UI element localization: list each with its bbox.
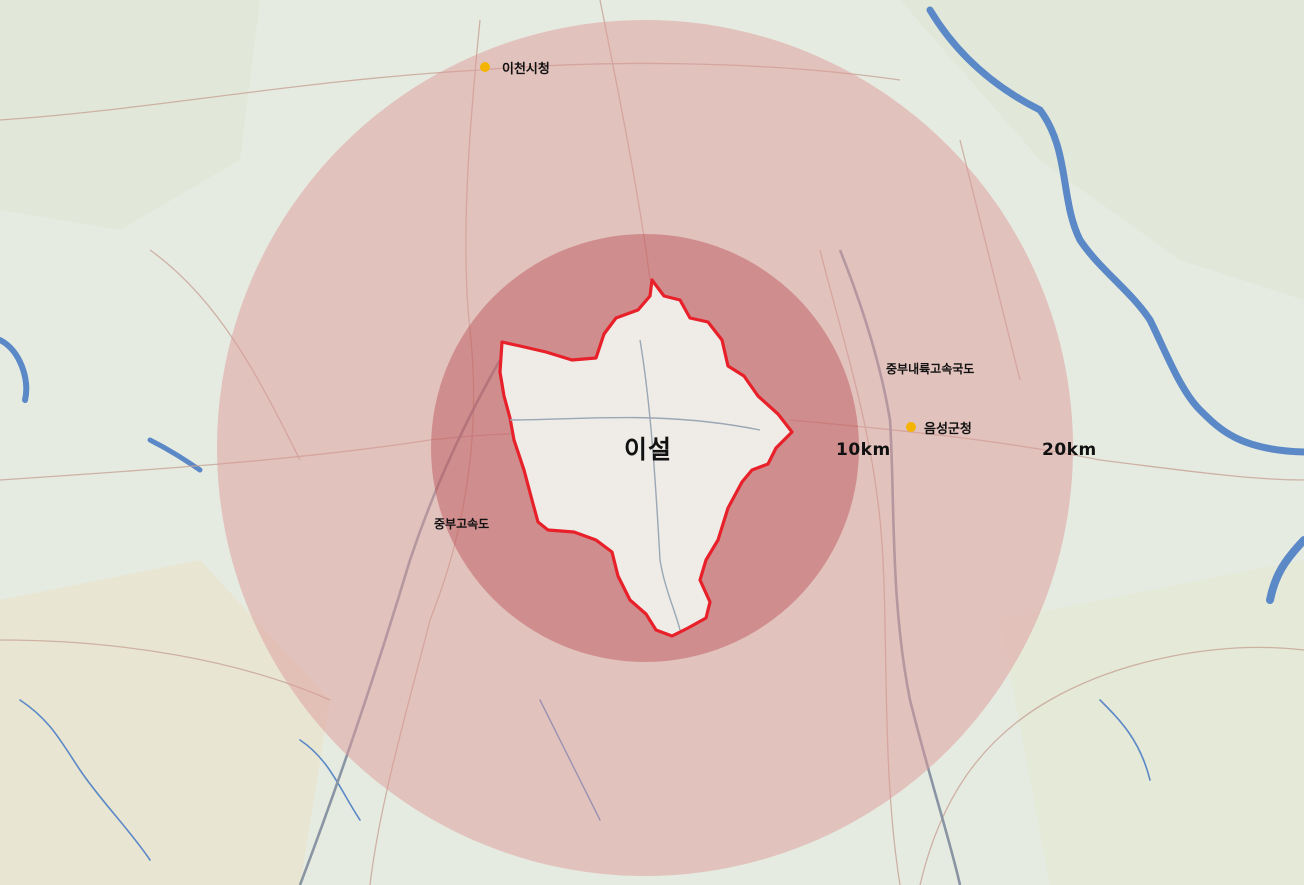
poi-label-eumseong-county-office: 음성군청 bbox=[924, 422, 972, 437]
ring-label-20km: 20km bbox=[1042, 440, 1097, 460]
highway-label-jungbu: 중부고속도 bbox=[434, 517, 490, 531]
poi-label-icheon-city-hall: 이천시청 bbox=[502, 62, 550, 77]
poi-markers bbox=[480, 62, 916, 432]
area-inner-roads bbox=[509, 339, 761, 631]
poi-marker-0[interactable] bbox=[480, 62, 490, 72]
area-label: 이설 bbox=[624, 435, 673, 464]
highway-label-jungbu-naeryuk: 중부내륙고속국도 bbox=[886, 362, 975, 376]
area-boundary-layer bbox=[498, 278, 794, 638]
ring-label-10km: 10km bbox=[836, 440, 891, 460]
area-boundary bbox=[498, 278, 794, 638]
poi-marker-1[interactable] bbox=[906, 422, 916, 432]
